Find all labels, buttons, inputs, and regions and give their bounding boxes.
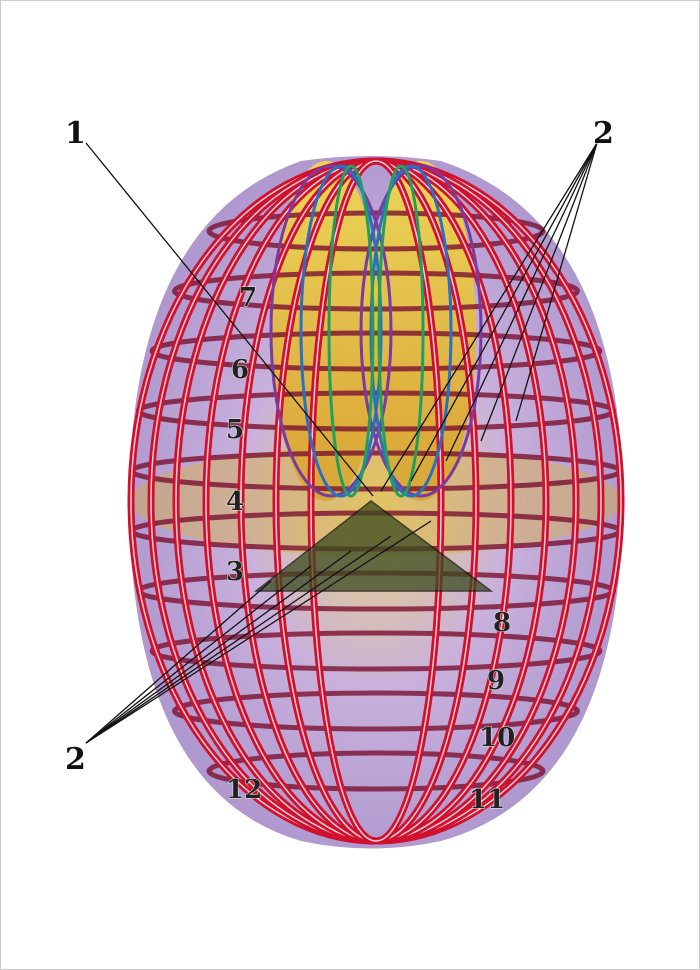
inner-field-loop xyxy=(377,164,425,498)
label-2-top: 2 xyxy=(593,116,614,151)
label-6: 6 xyxy=(231,355,249,385)
leader-line xyxy=(85,520,432,744)
inner-field-loop xyxy=(327,164,375,498)
field-rings xyxy=(127,157,625,845)
label-2-bottom: 2 xyxy=(65,742,86,777)
label-4: 4 xyxy=(226,487,244,517)
leader-line xyxy=(445,142,598,462)
leader-lines xyxy=(85,142,598,744)
label-5: 5 xyxy=(226,415,244,445)
label-1: 1 xyxy=(65,116,86,151)
meridian-ring-highlight xyxy=(310,160,442,842)
label-12: 12 xyxy=(226,775,262,805)
latitude-ring xyxy=(206,750,546,792)
central-triangle xyxy=(253,500,494,592)
leader-line xyxy=(410,142,598,482)
label-9: 9 xyxy=(487,666,505,696)
label-3: 3 xyxy=(226,557,244,587)
leader-line xyxy=(85,142,374,497)
inner-field-loop xyxy=(299,164,383,498)
leader-line xyxy=(515,142,598,422)
latitude-ring xyxy=(172,690,580,732)
label-8: 8 xyxy=(493,608,511,638)
inner-field-loop xyxy=(269,164,393,498)
label-7: 7 xyxy=(239,283,257,313)
latitude-ring xyxy=(172,270,580,312)
latitude-ring xyxy=(149,630,603,672)
leader-line xyxy=(480,142,598,442)
leader-line xyxy=(85,580,272,744)
barrel-body xyxy=(129,156,623,849)
inner-field-loop xyxy=(369,164,453,498)
leader-line xyxy=(85,565,312,744)
leader-line xyxy=(85,550,352,744)
label-11: 11 xyxy=(469,785,505,815)
latitude-ring xyxy=(149,330,603,372)
equator-band xyxy=(131,446,621,556)
label-10: 10 xyxy=(479,723,515,753)
leader-line xyxy=(85,535,392,744)
leader-line xyxy=(380,142,598,492)
